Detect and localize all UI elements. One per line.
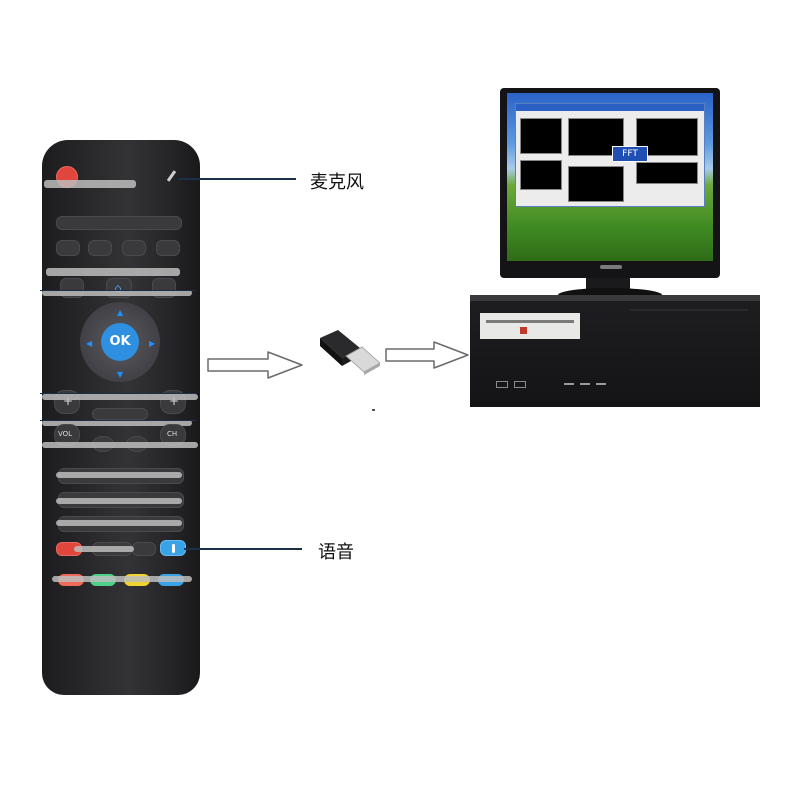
media-key[interactable] bbox=[88, 240, 112, 256]
window-titlebar bbox=[516, 104, 704, 111]
blurred-text bbox=[56, 472, 182, 478]
dpad-left-icon: ◀ bbox=[86, 339, 93, 348]
usb-dongle-icon bbox=[320, 330, 381, 375]
ok-button[interactable]: OK bbox=[101, 323, 139, 361]
ch-label: CH bbox=[167, 430, 178, 438]
dpad-up-icon: ▲ bbox=[117, 308, 124, 317]
blurred-text bbox=[42, 394, 198, 400]
usb-port bbox=[514, 381, 526, 388]
dpad-down-icon: ▼ bbox=[117, 370, 124, 379]
microphone-leader-line bbox=[178, 178, 296, 180]
usb-port bbox=[496, 381, 508, 388]
blurred-text bbox=[44, 180, 136, 188]
voice-button[interactable] bbox=[160, 540, 186, 556]
blurred-text bbox=[42, 290, 192, 296]
home-icon: ⌂ bbox=[114, 281, 122, 295]
vol-label: VOL bbox=[58, 430, 73, 438]
waveform-plot bbox=[520, 118, 562, 154]
small-dot bbox=[372, 409, 375, 411]
microphone-icon bbox=[166, 170, 177, 182]
plus-label: + bbox=[63, 394, 74, 408]
analysis-window: FFT bbox=[515, 103, 705, 207]
microphone-label: 麦克风 bbox=[310, 172, 364, 193]
media-key[interactable] bbox=[156, 240, 180, 256]
remote-control: ⌂ ▲ ▼ ◀ ▶ OK + + VOL CH bbox=[42, 140, 200, 695]
monitor: FFT bbox=[500, 88, 720, 278]
case-front-label bbox=[480, 313, 580, 339]
monitor-screen: FFT bbox=[507, 93, 713, 261]
blurred-text bbox=[42, 420, 192, 426]
blurred-text bbox=[52, 576, 192, 582]
media-key[interactable] bbox=[56, 240, 80, 256]
spectrum-plot bbox=[636, 162, 698, 184]
label-text-line bbox=[486, 320, 574, 323]
plus-label: + bbox=[169, 394, 180, 408]
blurred-text bbox=[74, 546, 134, 552]
case-top-edge bbox=[470, 295, 760, 301]
voice-leader-line bbox=[184, 548, 302, 550]
annotation-line bbox=[40, 393, 196, 394]
blurred-text bbox=[42, 442, 198, 448]
monitor-logo bbox=[600, 265, 622, 269]
computer-case-icon bbox=[470, 295, 760, 407]
annotation-line bbox=[40, 420, 196, 421]
blurred-text bbox=[56, 520, 182, 526]
fft-dialog: FFT bbox=[612, 146, 648, 162]
function-key-row[interactable] bbox=[56, 216, 182, 230]
arrow-right-icon bbox=[385, 341, 469, 369]
waveform-plot bbox=[520, 160, 562, 190]
mute-button[interactable] bbox=[92, 408, 148, 420]
front-button bbox=[596, 383, 606, 385]
label-logo bbox=[520, 327, 527, 334]
front-button bbox=[564, 383, 574, 385]
drive-slot bbox=[630, 309, 748, 311]
front-button bbox=[580, 383, 590, 385]
volume-down-button[interactable]: VOL bbox=[54, 424, 80, 446]
arrow-right-icon bbox=[207, 351, 303, 379]
delete-key[interactable] bbox=[132, 542, 156, 556]
blurred-text bbox=[46, 268, 180, 276]
microphone-icon bbox=[172, 544, 175, 553]
voice-label: 语音 bbox=[318, 542, 354, 563]
spectrum-plot bbox=[568, 166, 624, 202]
media-key[interactable] bbox=[122, 240, 146, 256]
blurred-text bbox=[56, 498, 182, 504]
annotation-line bbox=[40, 290, 196, 291]
dpad-right-icon: ▶ bbox=[149, 339, 156, 348]
